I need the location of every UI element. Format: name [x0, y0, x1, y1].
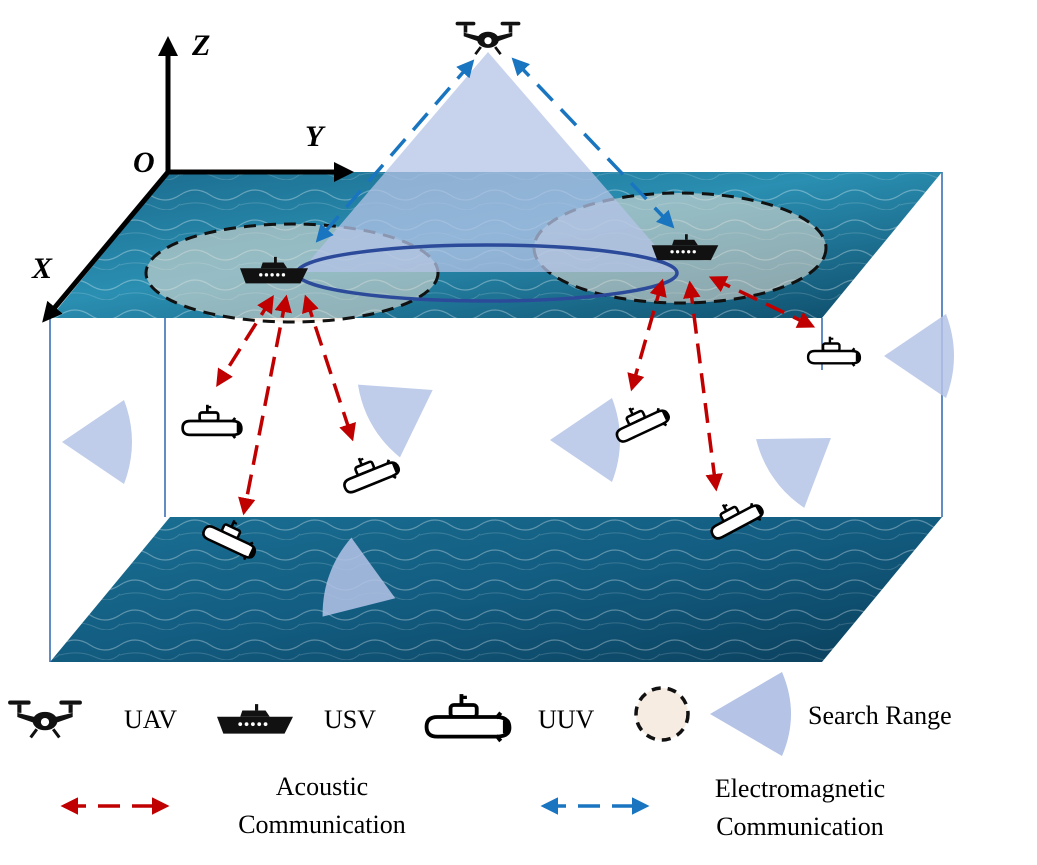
legend-em-line1: Electromagnetic	[715, 774, 885, 803]
legend-uuv-label: UUV	[538, 705, 595, 734]
axis-x-label: X	[31, 252, 53, 285]
submarine-icon	[806, 335, 862, 368]
ship-icon	[217, 704, 293, 734]
legend-usv-label: USV	[324, 705, 376, 734]
legend-em-line2: Communication	[716, 812, 884, 841]
legend-uav-label: UAV	[124, 705, 177, 734]
axis-z-label: Z	[191, 29, 210, 62]
axis-y-label: Y	[305, 120, 326, 153]
search-cone-icon	[710, 672, 791, 756]
axis-origin-label: O	[133, 146, 155, 179]
acoustic-links	[216, 276, 816, 516]
drone-icon	[454, 20, 522, 56]
em-links	[315, 57, 675, 243]
legend: UAV USV UUV Search Range Acoustic Commun…	[6, 672, 952, 841]
search-cone-icon	[884, 314, 954, 398]
submarine-icon	[424, 692, 512, 743]
search-cone-icon	[62, 400, 132, 484]
coverage-circle-icon	[634, 686, 690, 742]
drone-icon	[6, 698, 84, 740]
search-cone-icon	[351, 353, 454, 462]
uav-search-cone	[300, 52, 678, 272]
submarine-icon	[181, 403, 243, 440]
search-cone-icon	[550, 398, 620, 482]
legend-search-range-label: Search Range	[808, 701, 952, 730]
submarine-icon	[335, 444, 403, 499]
legend-acoustic-line2: Communication	[238, 810, 406, 839]
legend-acoustic-line1: Acoustic	[276, 772, 368, 801]
search-cone-icon	[749, 403, 856, 513]
